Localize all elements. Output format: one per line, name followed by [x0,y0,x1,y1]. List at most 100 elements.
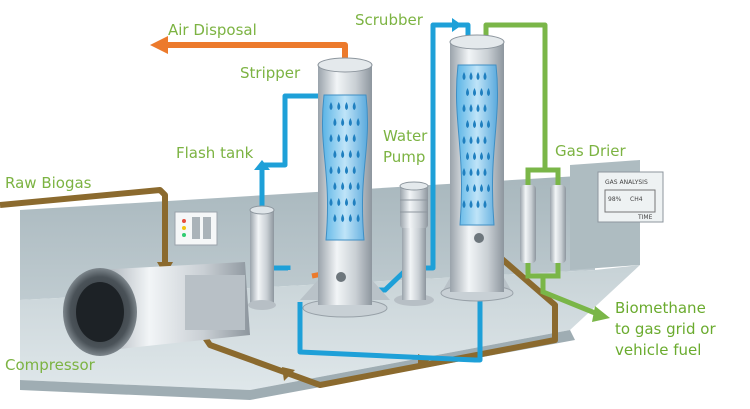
stripper-water-drop [348,182,352,190]
label-compressor: Compressor [5,356,96,374]
stripper-water-drop [341,182,345,190]
scrubber-water-drop [469,168,473,176]
stripper-water-drop [329,134,333,142]
scrubber-water-drop [473,88,476,96]
stripper-water-drop [341,150,345,158]
scrubber-water-drop [483,72,487,80]
stripper-water-drop [337,102,341,110]
label-water-pump-1: Water [383,127,428,145]
scrubber-water-drop [469,104,473,112]
stripper-water-drop [329,198,333,206]
gas-analysis-gas: CH4 [630,196,643,203]
pump-to-scrubber [420,22,471,271]
water-return-pipe [272,265,291,271]
air-disposal-pipe [165,42,348,60]
stripper-water-drop [337,166,341,174]
scrubber-water-drop [487,152,490,160]
stripper-water-drop [333,214,337,222]
stripper-water-drop [348,118,352,126]
scrubber-water-drop [469,200,473,208]
scrubber-water-drop [473,184,476,192]
stripper-water-drop [345,134,348,142]
scrubber-water-drop [483,200,487,208]
scrubber-water-drop [466,184,469,192]
stripper-water-drop [352,102,356,110]
biomethane-outlet-pipe [540,276,601,318]
scrubber-water-drop [462,168,466,176]
scrubber-water-drop [466,152,469,160]
scrubber-water-drop [473,152,476,160]
stripper-water-drop [329,166,333,174]
scrubber-water-drop [473,120,476,128]
stripper-water-drop [356,182,360,190]
stripper-water-drop [348,214,352,222]
stripper-water-drop [356,118,360,126]
stripper-water-drop [333,150,337,158]
stripper-water-drop [352,134,356,142]
scrubber-water-drop [476,136,480,144]
stripper-water-drop [337,198,341,206]
biomethane-arrowhead [592,306,610,322]
stripper-water-drop [341,214,345,222]
scrubber-water-drop [476,200,480,208]
scrubber-to-drier-pipe [483,22,548,168]
stripper-water-drop [356,214,360,222]
water-loop-pipe [259,93,345,208]
stripper-water-drop [337,134,341,142]
stripper-column [300,57,390,318]
scrubber-water-drop [462,136,466,144]
label-biomethane-2: to gas grid or [615,320,716,338]
scrubber-water-drop [476,72,480,80]
gas-drier [520,185,566,263]
scrubber-water-drop [480,120,483,128]
scrubber-water-drop [480,152,483,160]
scrubber-water-drop [462,72,466,80]
scrubber-water-drop [483,168,487,176]
label-biomethane-1: Biomethane [615,299,706,317]
drier-manifold-top [525,167,561,185]
scrubber-water-drop [476,104,480,112]
flash-tank [248,205,276,310]
label-gas-drier: Gas Drier [555,142,627,160]
scrubber-water-drop [483,104,487,112]
scrubber-water-drop [462,104,466,112]
outlet-arrow-1 [282,367,295,381]
label-air-disposal: Air Disposal [168,21,257,39]
water-low-pipe [297,245,483,363]
scrubber-water-drop [480,184,483,192]
stripper-water-drop [341,118,345,126]
gas-analysis-title: GAS ANALYSIS [605,179,648,186]
scrubber-water-drop [469,136,473,144]
compressor [63,262,250,356]
scrubber-water-drop [469,72,473,80]
scrubber-water-drop [487,120,490,128]
scrubber-water-drop [466,88,469,96]
label-flash-tank: Flash tank [176,144,254,162]
water-arrow-top [452,18,462,32]
air-disposal-arrowhead [150,36,168,54]
gas-analysis-axis: TIME [637,214,653,221]
label-water-pump-2: Pump [383,148,425,166]
stripper-water-drop [333,182,337,190]
scrubber-water-drop [483,136,487,144]
label-stripper: Stripper [240,64,301,82]
label-raw-biogas: Raw Biogas [5,174,92,192]
scrubber-water-drop [487,88,490,96]
gas-analysis-display: GAS ANALYSIS 98% CH4 TIME [597,171,664,223]
water-arrow-flash [254,160,270,170]
stripper-water-drop [348,150,352,158]
raw-biogas-pipe [0,187,168,268]
control-panel [174,211,218,246]
platform-edge [20,330,575,400]
scrubber-water-drop [487,184,490,192]
water-pump [394,181,434,306]
scrubber-water-drop [480,88,483,96]
stripper-water-drop [333,118,337,126]
stripper-water-drop [329,102,333,110]
stripper-water-drop [345,102,348,110]
stripper-water-drop [345,166,348,174]
stripper-water-drop [345,198,348,206]
scrubber-column [440,34,514,302]
